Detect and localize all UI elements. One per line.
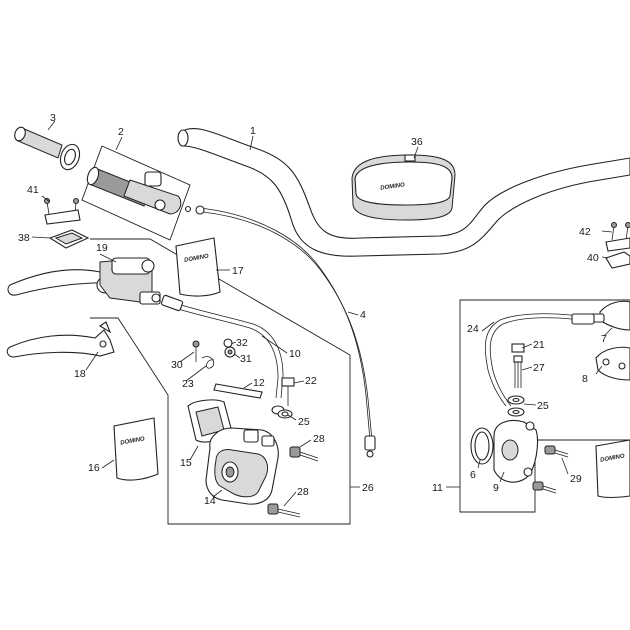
left-grip[interactable] <box>13 126 83 173</box>
callout-numbers: 1 2 3 4 6 7 8 9 10 11 12 14 15 16 17 18 … <box>18 112 607 507</box>
callout-38: 38 <box>18 232 30 244</box>
callout-11: 11 <box>432 482 443 494</box>
slave-bolt-lower[interactable] <box>532 481 557 494</box>
pad-retaining-pin[interactable] <box>213 383 263 399</box>
brake-caliper[interactable] <box>205 427 279 505</box>
callout-6: 6 <box>470 469 476 481</box>
callout-16: 16 <box>88 462 100 474</box>
callout-9: 9 <box>493 482 499 494</box>
right-brake-hose[interactable] <box>484 313 595 407</box>
left-cover-brand-logo: DOMINO <box>184 254 210 264</box>
front-brake-master-cylinder[interactable] <box>589 300 630 331</box>
banjo-cap-right[interactable] <box>511 343 525 353</box>
throttle-assembly[interactable] <box>81 145 192 241</box>
pad-brand-logo: DOMINO <box>380 182 406 191</box>
left-switch-housing[interactable] <box>48 229 90 249</box>
callout-32: 32 <box>236 337 248 349</box>
pad-pin-screw[interactable] <box>192 340 200 362</box>
callout-7: 7 <box>601 333 607 345</box>
washers-left[interactable] <box>277 409 293 419</box>
spare-cover-brand-logo: DOMINO <box>120 436 146 446</box>
callout-29: 29 <box>570 473 582 485</box>
callout-3: 3 <box>50 112 56 124</box>
left-lever-cover[interactable]: DOMINO <box>175 237 221 297</box>
caliper-bolt-upper[interactable] <box>289 446 319 462</box>
callout-17: 17 <box>232 265 244 277</box>
callout-41: 41 <box>27 184 39 196</box>
callout-12: 12 <box>253 377 265 389</box>
banjo-bolt-right[interactable] <box>513 355 523 388</box>
clutch-master-cylinder[interactable] <box>7 257 161 305</box>
spare-lever-cover[interactable]: DOMINO <box>113 417 159 481</box>
callout-2: 2 <box>118 126 124 138</box>
callout-10: 10 <box>289 348 301 360</box>
clutch-cable[interactable] <box>195 205 376 458</box>
left-screw-pair[interactable] <box>44 198 81 225</box>
callout-15: 15 <box>180 457 192 469</box>
right-lever-cover[interactable]: DOMINO <box>595 439 630 499</box>
pad-spring[interactable] <box>201 356 215 369</box>
right-screw-pair[interactable] <box>605 222 630 252</box>
callout-28-lower: 28 <box>297 486 309 498</box>
callout-18: 18 <box>74 368 86 380</box>
clutch-slave-cylinder[interactable] <box>493 419 539 483</box>
small-nut[interactable] <box>223 338 233 348</box>
slave-bolt-upper[interactable] <box>544 445 569 458</box>
spare-lever[interactable] <box>6 321 115 358</box>
right-brake-group-frame <box>459 299 630 513</box>
callout-26: 26 <box>362 482 374 494</box>
lever-bracket[interactable] <box>595 346 630 381</box>
right-switch-housing[interactable] <box>605 251 630 269</box>
handlebar[interactable] <box>177 128 630 257</box>
callout-28-upper: 28 <box>313 433 325 445</box>
callout-21: 21 <box>533 339 545 351</box>
callout-8: 8 <box>582 373 588 385</box>
o-ring[interactable] <box>470 427 494 465</box>
washers-right[interactable] <box>507 395 525 417</box>
caliper-bolt-lower[interactable] <box>267 503 301 518</box>
bleed-screw[interactable] <box>224 346 236 358</box>
callout-42: 42 <box>579 226 591 238</box>
callout-36: 36 <box>411 136 423 148</box>
callout-27: 27 <box>533 362 545 374</box>
left-brake-hose[interactable] <box>160 294 284 399</box>
banjo-bolt-left[interactable] <box>271 377 295 415</box>
callout-31: 31 <box>240 353 252 365</box>
callout-19: 19 <box>96 242 108 254</box>
handlebar-pad[interactable]: DOMINO <box>351 154 456 221</box>
callout-24: 24 <box>467 323 479 335</box>
callout-23: 23 <box>182 378 194 390</box>
callout-14: 14 <box>204 495 216 507</box>
leader-lines <box>31 120 613 507</box>
callout-4: 4 <box>360 309 366 321</box>
callout-22: 22 <box>305 375 317 387</box>
right-cover-brand-logo: DOMINO <box>600 453 626 463</box>
callout-40: 40 <box>587 252 599 264</box>
callout-25-right: 25 <box>537 400 549 412</box>
callout-30: 30 <box>171 359 183 371</box>
callout-25-left: 25 <box>298 416 310 428</box>
callout-1: 1 <box>250 125 256 137</box>
